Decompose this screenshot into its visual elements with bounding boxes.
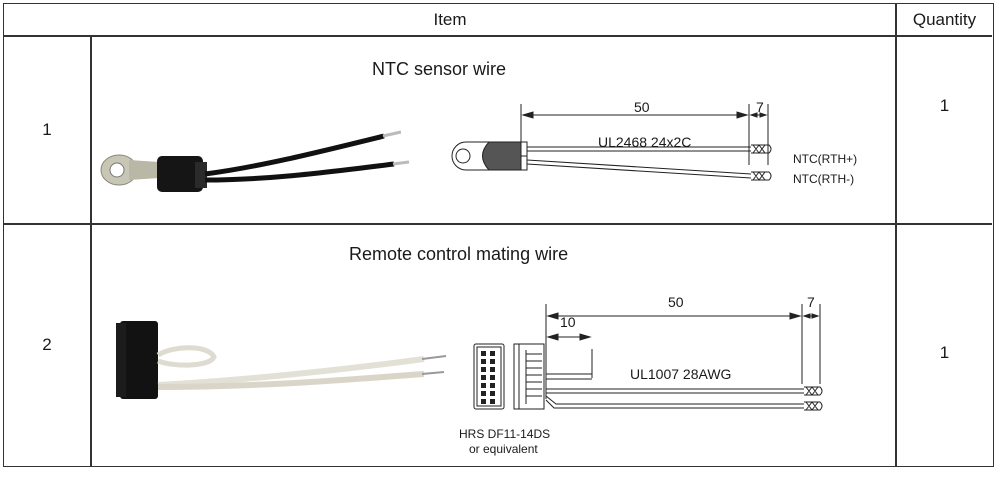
wire-loop: [156, 345, 217, 368]
white-wire-1: [157, 356, 425, 388]
ntc-sensor-photo: [100, 130, 410, 192]
row-2-quantity: 1: [939, 343, 950, 362]
row-2-dim-short: 7: [807, 294, 815, 310]
row-1-index: 1: [42, 120, 52, 139]
row-1-title: NTC sensor wire: [372, 59, 507, 79]
remote-wire-photo: [116, 321, 447, 399]
row-2-connector-label-line2: or equivalent: [469, 442, 538, 456]
row-1-dim-long: 50: [634, 99, 650, 115]
row-2-dim-loop: 10: [560, 314, 576, 330]
sensor-collar: [195, 162, 207, 188]
row-2-title: Remote control mating wire: [349, 244, 569, 264]
header-quantity: Quantity: [912, 10, 977, 29]
stripped-end-bottom: [751, 171, 772, 181]
df11-front-view: [473, 343, 505, 410]
ntc-sensor-drawing: [451, 104, 772, 181]
wire-bottom-tip: [392, 160, 410, 166]
quantity-column-divider: [895, 4, 897, 466]
row-1-wire-label-positive: NTC(RTH+): [793, 152, 858, 166]
row-1-quantity: 1: [939, 96, 950, 115]
index-column-divider: [90, 36, 92, 466]
connector-housing: [120, 321, 158, 399]
ring-hole: [109, 162, 125, 178]
stripped-end-top: [804, 386, 823, 396]
header-item: Item: [433, 10, 467, 29]
stripped-end-bottom: [804, 401, 823, 411]
row-2-index: 2: [42, 335, 52, 354]
stripped-end-top: [751, 144, 772, 154]
drawing-ring-terminal: [451, 141, 496, 171]
ring-neck: [129, 160, 159, 180]
row-2-dim-long: 50: [668, 294, 684, 310]
wire-top-tip: [382, 130, 402, 138]
drawing-sensor-body: [482, 141, 522, 171]
row-1-dim-short: 7: [756, 99, 764, 115]
sensor-body: [157, 156, 203, 192]
row-1-cable-spec: UL2468 24x2C: [598, 134, 692, 150]
parts-table: Item Quantity 1 1 NTC sensor wire: [3, 3, 994, 467]
wire-bottom: [204, 161, 395, 183]
white-wire-2: [157, 371, 425, 390]
row-2-cable-spec: UL1007 28AWG: [630, 366, 732, 382]
row-1-wire-label-negative: NTC(RTH-): [793, 172, 855, 186]
df11-side-view: [513, 343, 545, 410]
wire-top: [204, 133, 385, 177]
row-divider: [4, 223, 992, 225]
remote-wire-drawing: [473, 304, 823, 411]
header-divider: [4, 35, 992, 37]
row-2-connector-label-line1: HRS DF11-14DS: [459, 427, 551, 441]
